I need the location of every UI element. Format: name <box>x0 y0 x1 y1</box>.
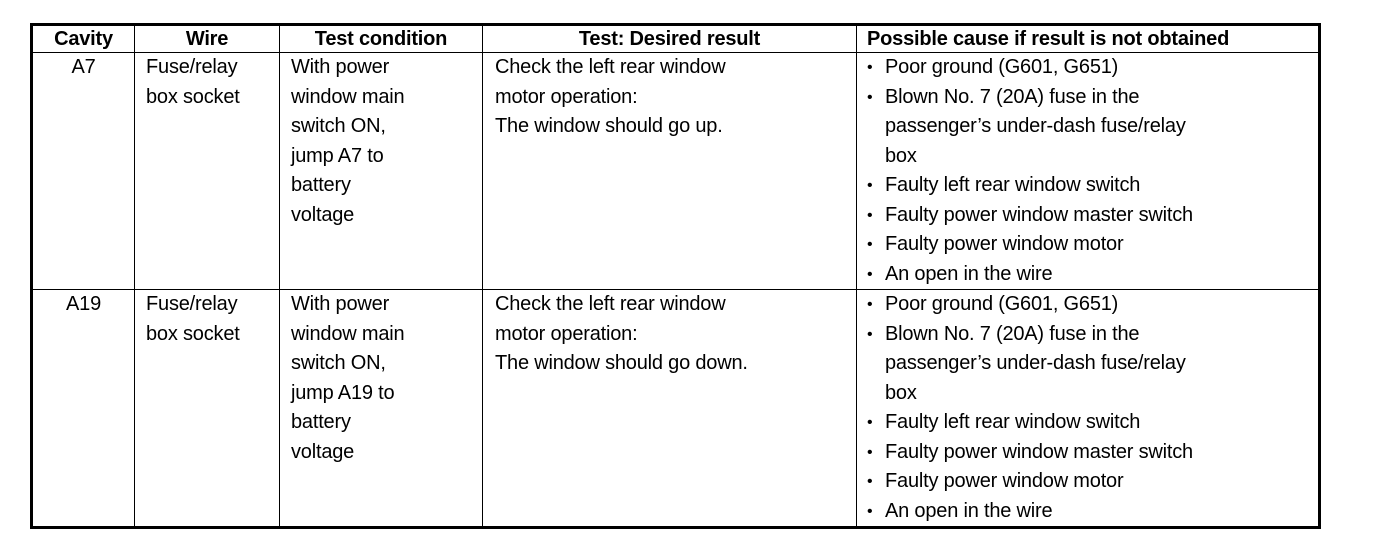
bullet-icon: • <box>867 265 873 283</box>
cause-text: Faulty left rear window switch <box>885 174 1141 196</box>
bullet-icon: • <box>867 59 873 76</box>
condition-line: With power <box>291 56 390 78</box>
bullet-icon: • <box>867 443 873 461</box>
list-item: • Poor ground (G601, G651) <box>865 53 1318 83</box>
condition-line: jump A7 to <box>291 144 384 167</box>
test-line: Check the left rear window <box>495 293 726 315</box>
cell-test-desired-result: Check the left rear window motor operati… <box>482 52 857 290</box>
table-header-row: Cavity Wire Test condition Test: Desired… <box>31 24 1320 53</box>
cell-test-condition: With power window main switch ON, jump A… <box>279 52 483 290</box>
cause-text: An open in the wire <box>885 499 1053 522</box>
condition-line: With power <box>291 293 390 315</box>
condition-line: window main <box>291 85 405 108</box>
list-item: • An open in the wire <box>865 260 1318 290</box>
column-header-wire: Wire <box>134 24 280 53</box>
cell-possible-cause: • Poor ground (G601, G651) • Blown No. 7… <box>856 289 1320 528</box>
cause-text: Faulty power window master switch <box>885 203 1193 226</box>
possible-cause-list: • Poor ground (G601, G651) • Blown No. 7… <box>865 290 1318 526</box>
test-line: motor operation: <box>495 322 638 345</box>
condition-line: voltage <box>291 440 355 463</box>
test-line: Check the left rear window <box>495 56 726 78</box>
cause-text: Faulty power window motor <box>885 470 1124 492</box>
cell-possible-cause: • Poor ground (G601, G651) • Blown No. 7… <box>856 52 1320 290</box>
test-line: The window should go down. <box>495 352 748 374</box>
bullet-icon: • <box>867 177 873 194</box>
column-header-possible-cause: Possible cause if result is not obtained <box>856 24 1320 53</box>
cause-text: Faulty power window master switch <box>885 440 1193 463</box>
condition-line: battery <box>291 411 351 433</box>
cell-test-desired-result: Check the left rear window motor operati… <box>482 289 857 528</box>
cause-text: Faulty left rear window switch <box>885 411 1141 433</box>
cause-line: passenger’s under-dash fuse/relay <box>885 115 1186 137</box>
bullet-icon: • <box>867 325 873 343</box>
troubleshooting-table: Cavity Wire Test condition Test: Desired… <box>30 23 1321 529</box>
wire-line: Fuse/relay <box>146 56 238 78</box>
bullet-icon: • <box>867 502 873 520</box>
cause-text: An open in the wire <box>885 262 1053 285</box>
condition-line: battery <box>291 174 351 196</box>
wire-line: box socket <box>146 322 240 345</box>
condition-line: switch ON, <box>291 352 386 374</box>
list-item: • Blown No. 7 (20A) fuse in the passenge… <box>865 320 1318 409</box>
list-item: • Faulty left rear window switch <box>865 408 1318 438</box>
column-header-cavity: Cavity <box>31 24 135 53</box>
column-header-test-condition: Test condition <box>279 24 483 53</box>
cell-cavity: A19 <box>31 289 135 528</box>
list-item: • Blown No. 7 (20A) fuse in the passenge… <box>865 83 1318 172</box>
list-item: • Poor ground (G601, G651) <box>865 290 1318 320</box>
column-header-test-desired-result: Test: Desired result <box>482 24 857 53</box>
bullet-icon: • <box>867 296 873 313</box>
list-item: • Faulty left rear window switch <box>865 171 1318 201</box>
cause-text: Faulty power window motor <box>885 233 1124 255</box>
wire-line: Fuse/relay <box>146 293 238 315</box>
cause-text: Poor ground (G601, G651) <box>885 293 1119 315</box>
list-item: • Faulty power window master switch <box>865 201 1318 231</box>
list-item: • Faulty power window master switch <box>865 438 1318 468</box>
cause-line: box <box>885 381 917 404</box>
cause-line: box <box>885 144 917 167</box>
cause-text: Poor ground (G601, G651) <box>885 56 1119 78</box>
list-item: • Faulty power window motor <box>865 230 1318 260</box>
cause-text: Blown No. 7 (20A) fuse in the passenger’… <box>885 83 1318 172</box>
cell-cavity: A7 <box>31 52 135 290</box>
table-body: A7 Fuse/relay box socket With power wind… <box>31 52 1320 528</box>
list-item: • Faulty power window motor <box>865 467 1318 497</box>
condition-line: voltage <box>291 203 355 226</box>
bullet-icon: • <box>867 236 873 253</box>
cell-wire: Fuse/relay box socket <box>134 52 280 290</box>
test-line: The window should go up. <box>495 115 723 137</box>
bullet-icon: • <box>867 473 873 490</box>
list-item: • An open in the wire <box>865 497 1318 527</box>
wire-line: box socket <box>146 85 240 108</box>
cause-line: Blown No. 7 (20A) fuse in the <box>885 85 1140 108</box>
possible-cause-list: • Poor ground (G601, G651) • Blown No. 7… <box>865 53 1318 289</box>
condition-line: window main <box>291 322 405 345</box>
cell-test-condition: With power window main switch ON, jump A… <box>279 289 483 528</box>
table-header: Cavity Wire Test condition Test: Desired… <box>31 24 1320 53</box>
bullet-icon: • <box>867 206 873 224</box>
bullet-icon: • <box>867 88 873 106</box>
test-line: motor operation: <box>495 85 638 108</box>
cause-line: passenger’s under-dash fuse/relay <box>885 352 1186 374</box>
cause-line: Blown No. 7 (20A) fuse in the <box>885 322 1140 345</box>
table-row: A7 Fuse/relay box socket With power wind… <box>31 52 1320 290</box>
condition-line: switch ON, <box>291 115 386 137</box>
cause-text: Blown No. 7 (20A) fuse in the passenger’… <box>885 320 1318 409</box>
condition-line: jump A19 to <box>291 381 395 404</box>
bullet-icon: • <box>867 414 873 431</box>
cell-wire: Fuse/relay box socket <box>134 289 280 528</box>
table-row: A19 Fuse/relay box socket With power win… <box>31 289 1320 528</box>
